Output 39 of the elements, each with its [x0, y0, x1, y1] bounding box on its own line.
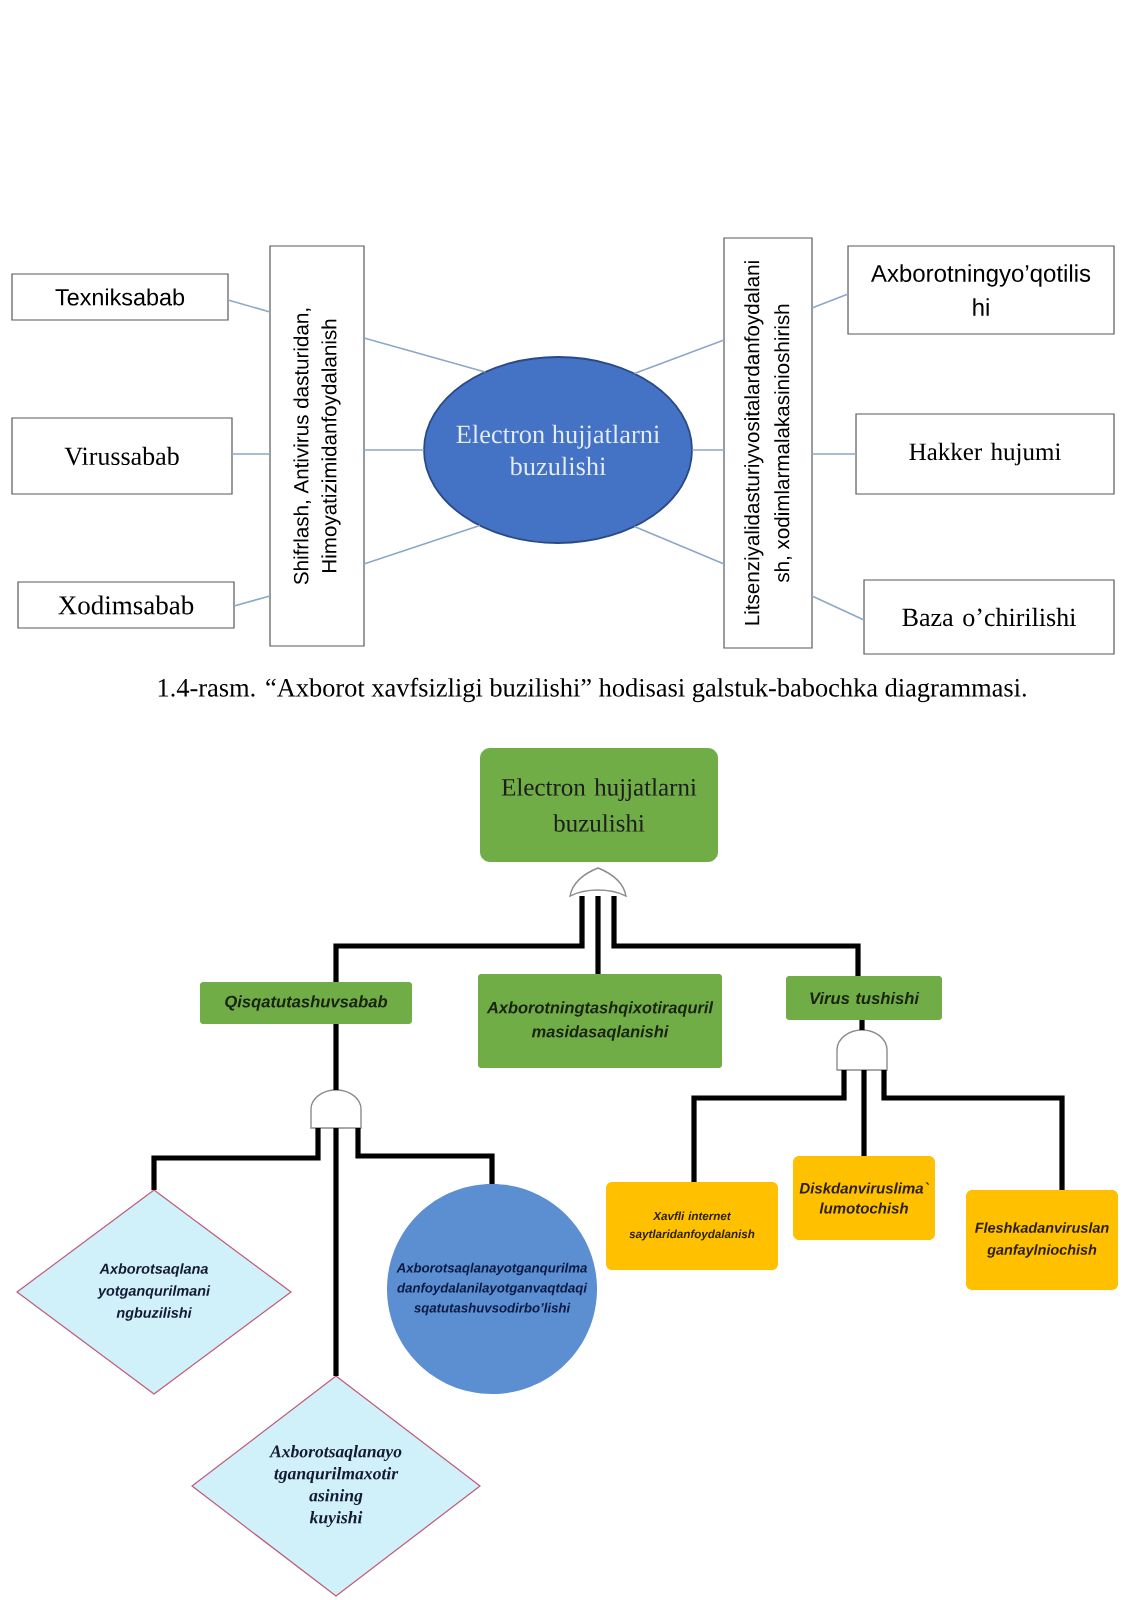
cause-box: Xodimsabab	[17, 581, 235, 629]
cause-box: Qisqatutashuvsabab	[200, 982, 412, 1024]
cause-box: Virussabab	[11, 417, 233, 495]
cause-box: Virus tushishi	[786, 976, 942, 1020]
connector-line	[811, 293, 849, 309]
cause-box: Axborotningtashqixotiraquril masidasaqlanishi	[478, 974, 722, 1068]
connector-line	[363, 524, 481, 565]
connector-line	[861, 1070, 867, 1156]
connector-line	[333, 1024, 339, 1090]
connector-line	[151, 1128, 321, 1190]
connector-line	[363, 337, 486, 373]
connector-line	[227, 299, 271, 313]
connector-line	[811, 595, 865, 621]
connector-line	[633, 525, 725, 565]
connector-line	[611, 896, 861, 976]
or-gate	[569, 867, 627, 897]
connector-line	[595, 896, 601, 974]
and-gate	[310, 1089, 362, 1129]
consequence-box: Axborotningyo’qotilis hi	[847, 245, 1115, 335]
connector-line	[363, 449, 425, 451]
figure-caption: 1.4-rasm. “Axborot xavfsizligi buzilishi” hodisasi galstuk-babochka diagrammasi.	[158, 677, 1026, 703]
connector-line	[633, 339, 725, 375]
connector-line	[691, 449, 725, 451]
barrier-box: Shifrlash, Antivirus dasturidan, Himoyatizimidanfoydalanish	[269, 245, 365, 647]
connector-line	[355, 1128, 495, 1184]
consequence-box: Baza o’chirilishi	[863, 579, 1115, 655]
connector-line	[333, 1128, 339, 1376]
connector-line	[859, 1020, 865, 1030]
connector-line	[811, 453, 857, 455]
cause-box: Texniksabab	[11, 273, 229, 321]
connector-line	[231, 453, 271, 455]
connector-line	[881, 1070, 1065, 1190]
barrier-box: Litsenziyalidasturiyvositalardanfoydalani sh, xodimlarmalakasinioshirish	[723, 237, 813, 649]
event-box: Electron hujjatlarni buzulishi	[480, 748, 718, 862]
connector-line	[233, 595, 271, 607]
connector-line	[333, 896, 585, 982]
consequence-box: Hakker hujumi	[855, 413, 1115, 495]
connector-line	[691, 1070, 847, 1182]
and-gate	[836, 1029, 888, 1071]
